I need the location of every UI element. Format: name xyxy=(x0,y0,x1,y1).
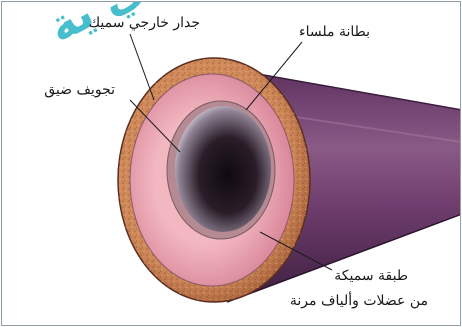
label-thick-layer-detail: من عضلات وألياف مرنة xyxy=(290,293,428,309)
label-outer-wall: جدار خارجي سميك xyxy=(89,15,200,31)
label-narrow-lumen: تجويف ضيق xyxy=(44,82,115,98)
lumen xyxy=(175,106,271,232)
label-thick-layer: طبقة سميكة xyxy=(334,268,408,284)
leader-outer-wall xyxy=(130,34,154,100)
label-inner-lining: بطانة ملساء xyxy=(299,24,370,40)
